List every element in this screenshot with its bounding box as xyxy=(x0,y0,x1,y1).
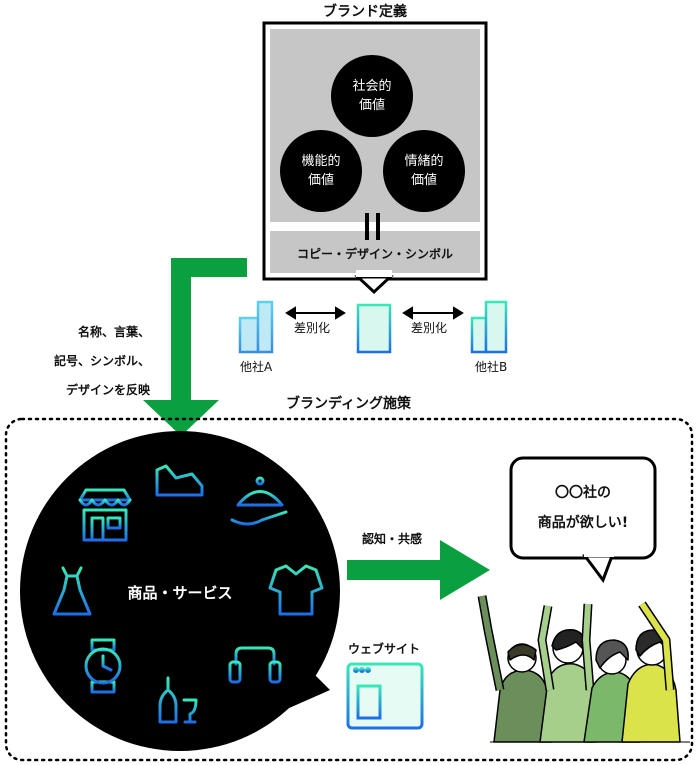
functional-value-circle xyxy=(280,130,362,212)
brand-definition-title: ブランド定義 xyxy=(323,4,407,20)
social-value-circle xyxy=(331,55,413,137)
functional-value-line1: 機能的 xyxy=(301,154,341,169)
reflect-arrow xyxy=(143,258,247,436)
product-service-label: 商品・サービス xyxy=(127,584,233,602)
reflection-note-line1: 名称、言葉、 xyxy=(77,325,150,339)
social-value-line2: 価値 xyxy=(358,98,385,113)
emotional-value-line1: 情緒的 xyxy=(404,154,444,169)
food-dish-icon xyxy=(230,476,288,526)
recognition-label: 認知・共感 xyxy=(362,532,423,546)
competitor-a-building-icon xyxy=(238,300,274,354)
equals-bar-left xyxy=(365,213,369,240)
social-value-label: 社会的 価値 xyxy=(332,77,412,115)
emotional-value-line2: 価値 xyxy=(410,173,437,188)
functional-value-label: 機能的 価値 xyxy=(281,152,361,190)
shirt-icon xyxy=(268,564,324,616)
own-company-building-icon xyxy=(352,303,396,354)
sofa-icon xyxy=(228,646,282,690)
branding-measures-frame xyxy=(4,417,694,762)
watch-icon xyxy=(84,638,122,694)
reflection-note-line3: デザインを反映 xyxy=(65,383,150,397)
customer-voice-line2: 商品が欲しい! xyxy=(537,515,629,531)
differentiation-label-right: 差別化 xyxy=(411,321,448,335)
competitor-a-label: 他社A xyxy=(240,360,273,374)
customer-voice-line1: 〇〇社の xyxy=(555,485,611,501)
social-value-line1: 社会的 xyxy=(352,79,392,94)
wine-bottle-icon xyxy=(158,676,198,724)
dress-icon xyxy=(52,566,92,616)
customer-speech-bubble xyxy=(509,456,657,584)
website-label: ウェブサイト xyxy=(348,642,421,656)
branding-measures-title: ブランディング施策 xyxy=(286,396,412,412)
competitor-b-building-icon xyxy=(470,300,508,354)
sneaker-icon xyxy=(155,464,204,497)
customer-voice-text: 〇〇社の 商品が欲しい! xyxy=(511,478,655,538)
functional-value-line2: 価値 xyxy=(307,173,334,188)
brand-definition-panel xyxy=(262,21,488,295)
emotional-value-circle xyxy=(383,130,465,212)
emotional-value-label: 情緒的 価値 xyxy=(384,152,464,190)
reflection-note-line2: 記号、シンボル、 xyxy=(53,354,150,368)
recognition-arrow xyxy=(347,540,490,600)
shop-icon xyxy=(78,488,132,542)
differentiation-label-left: 差別化 xyxy=(294,321,331,335)
reflection-note: 名称、言葉、 記号、シンボル、 デザインを反映 xyxy=(30,318,150,405)
expression-label: コピー・デザイン・シンボル xyxy=(296,247,453,261)
competitor-b-label: 他社B xyxy=(475,360,508,374)
cheering-customers-illustration xyxy=(477,595,690,743)
differentiation-arrows xyxy=(285,306,464,320)
equals-bar-right xyxy=(376,213,380,240)
web-page-icon xyxy=(346,662,424,730)
